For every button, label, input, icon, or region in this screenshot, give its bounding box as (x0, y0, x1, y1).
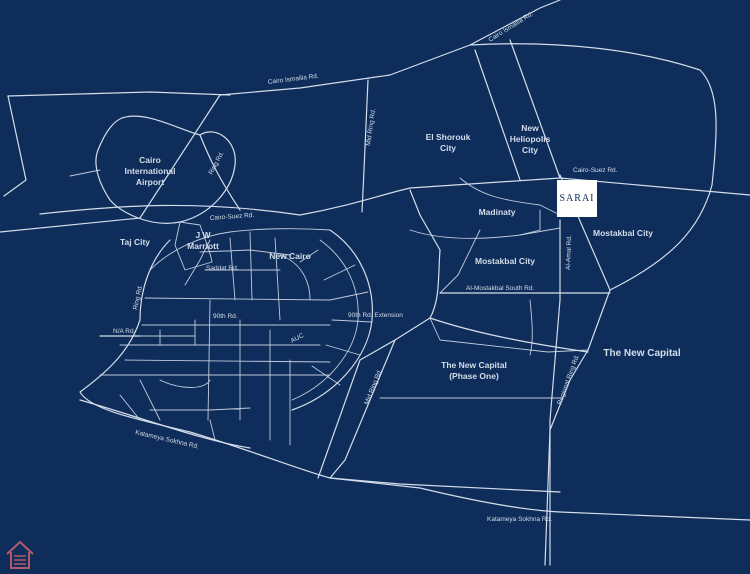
north-east-boundary (469, 43, 717, 291)
label-na-rd: N/A Rd. (113, 328, 136, 335)
label-90th-ext: 90th Rd. Extension (348, 312, 403, 319)
ring-rd-north (199, 134, 241, 211)
svg-text:Marriott: Marriott (187, 241, 219, 251)
svg-text:The New Capital: The New Capital (441, 360, 507, 370)
area-mostakbal-city-east: Mostakbal City (593, 228, 653, 238)
area-el-shorouk: El Shorouk City (426, 132, 471, 153)
cairo-suez-road (39, 177, 750, 216)
label-katameya-sokhna-east: Katameya Sokhna Rd. (487, 516, 552, 523)
heliopolis-boundary (509, 39, 561, 179)
arc-spoke-2 (329, 291, 369, 301)
label-mostakbal-south: Al-Mostakbal South Rd. (466, 285, 534, 292)
label-auc: AUC (290, 332, 306, 345)
label-cairo-ismailia-top: Cairo Ismailia Rd. (487, 10, 534, 43)
west-diagonal-road (3, 95, 27, 197)
inner-new-capital-road (429, 317, 589, 353)
svg-text:J W: J W (195, 230, 211, 240)
mid-ring-north-road (361, 79, 369, 213)
new-cairo-arc-outer (291, 229, 373, 411)
label-cairo-ismailia-west: Cairo Ismailia Rd. (267, 73, 319, 86)
arc-spoke-1 (323, 264, 356, 281)
madinaty-boundary (459, 177, 561, 216)
arc-spoke-4 (325, 344, 361, 356)
svg-text:City: City (522, 145, 538, 155)
area-airport: Cairo International Airport (124, 155, 175, 187)
shorouk-boundary (474, 49, 521, 181)
regional-ring-road (544, 289, 611, 566)
bottom-left-road (119, 394, 141, 421)
svg-text:Heliopolis: Heliopolis (510, 134, 551, 144)
area-new-heliopolis: New Heliopolis City (510, 123, 551, 155)
label-al-amal: Al-Amal Rd. (565, 235, 573, 270)
area-mostakbal-city: Mostakbal City (475, 256, 535, 266)
house-logo-icon (6, 540, 34, 569)
svg-text:(Phase One): (Phase One) (449, 371, 499, 381)
ring-rd-west (79, 239, 561, 493)
west-boundary-road (7, 91, 231, 97)
madinaty-south (409, 227, 561, 239)
area-taj-city: Taj City (120, 237, 150, 247)
mostakbal-west (439, 229, 481, 294)
svg-text:International: International (124, 166, 175, 176)
al-amal-road (549, 219, 561, 566)
svg-text:City: City (440, 143, 456, 153)
mid-ring-south-road (317, 317, 431, 479)
svg-text:Cairo: Cairo (139, 155, 161, 165)
label-mid-ring-south: Mid Ring Rd. (363, 368, 384, 406)
svg-text:El Shorouk: El Shorouk (426, 132, 471, 142)
sarai-location-marker[interactable]: SARAI (557, 180, 597, 217)
area-madinaty: Madinaty (479, 207, 516, 217)
katameya-sokhna-road (79, 399, 251, 449)
label-cairo-suez-east: Cairo-Suez Rd. (573, 167, 618, 174)
new-cairo-grid (99, 228, 331, 446)
svg-text:Airport: Airport (136, 177, 165, 187)
new-capital-east-arc (529, 299, 533, 356)
new-cairo-arc-inner (291, 239, 359, 401)
label-cairo-suez-west: Cairo-Suez Rd. (210, 212, 255, 222)
jw-marriott-block (174, 221, 213, 271)
arc-spoke-5 (311, 365, 341, 386)
katameya-east (329, 477, 750, 521)
new-capital-boundary (409, 189, 441, 319)
new-capital-phase-boundary (429, 317, 589, 353)
label-90th-rd: 90th Rd. (213, 313, 238, 320)
area-new-cairo: New Cairo (269, 251, 311, 261)
diagonal-south-road (329, 339, 396, 479)
cairo-ismailia-road (0, 0, 561, 233)
area-jw-marriott: J W Marriott (187, 230, 219, 251)
area-new-capital: The New Capital (603, 348, 680, 359)
label-regional-ring: Regional Ring Rd. (556, 354, 581, 406)
arc-spoke-3 (331, 319, 373, 323)
connector-road (519, 209, 541, 236)
svg-text:New: New (521, 123, 539, 133)
airport-inner-road (69, 169, 101, 177)
label-saddat: Saddat Rd. (206, 265, 239, 272)
area-new-capital-phase-one: The New Capital (Phase One) (441, 360, 507, 381)
sarai-label: SARAI (559, 193, 595, 204)
